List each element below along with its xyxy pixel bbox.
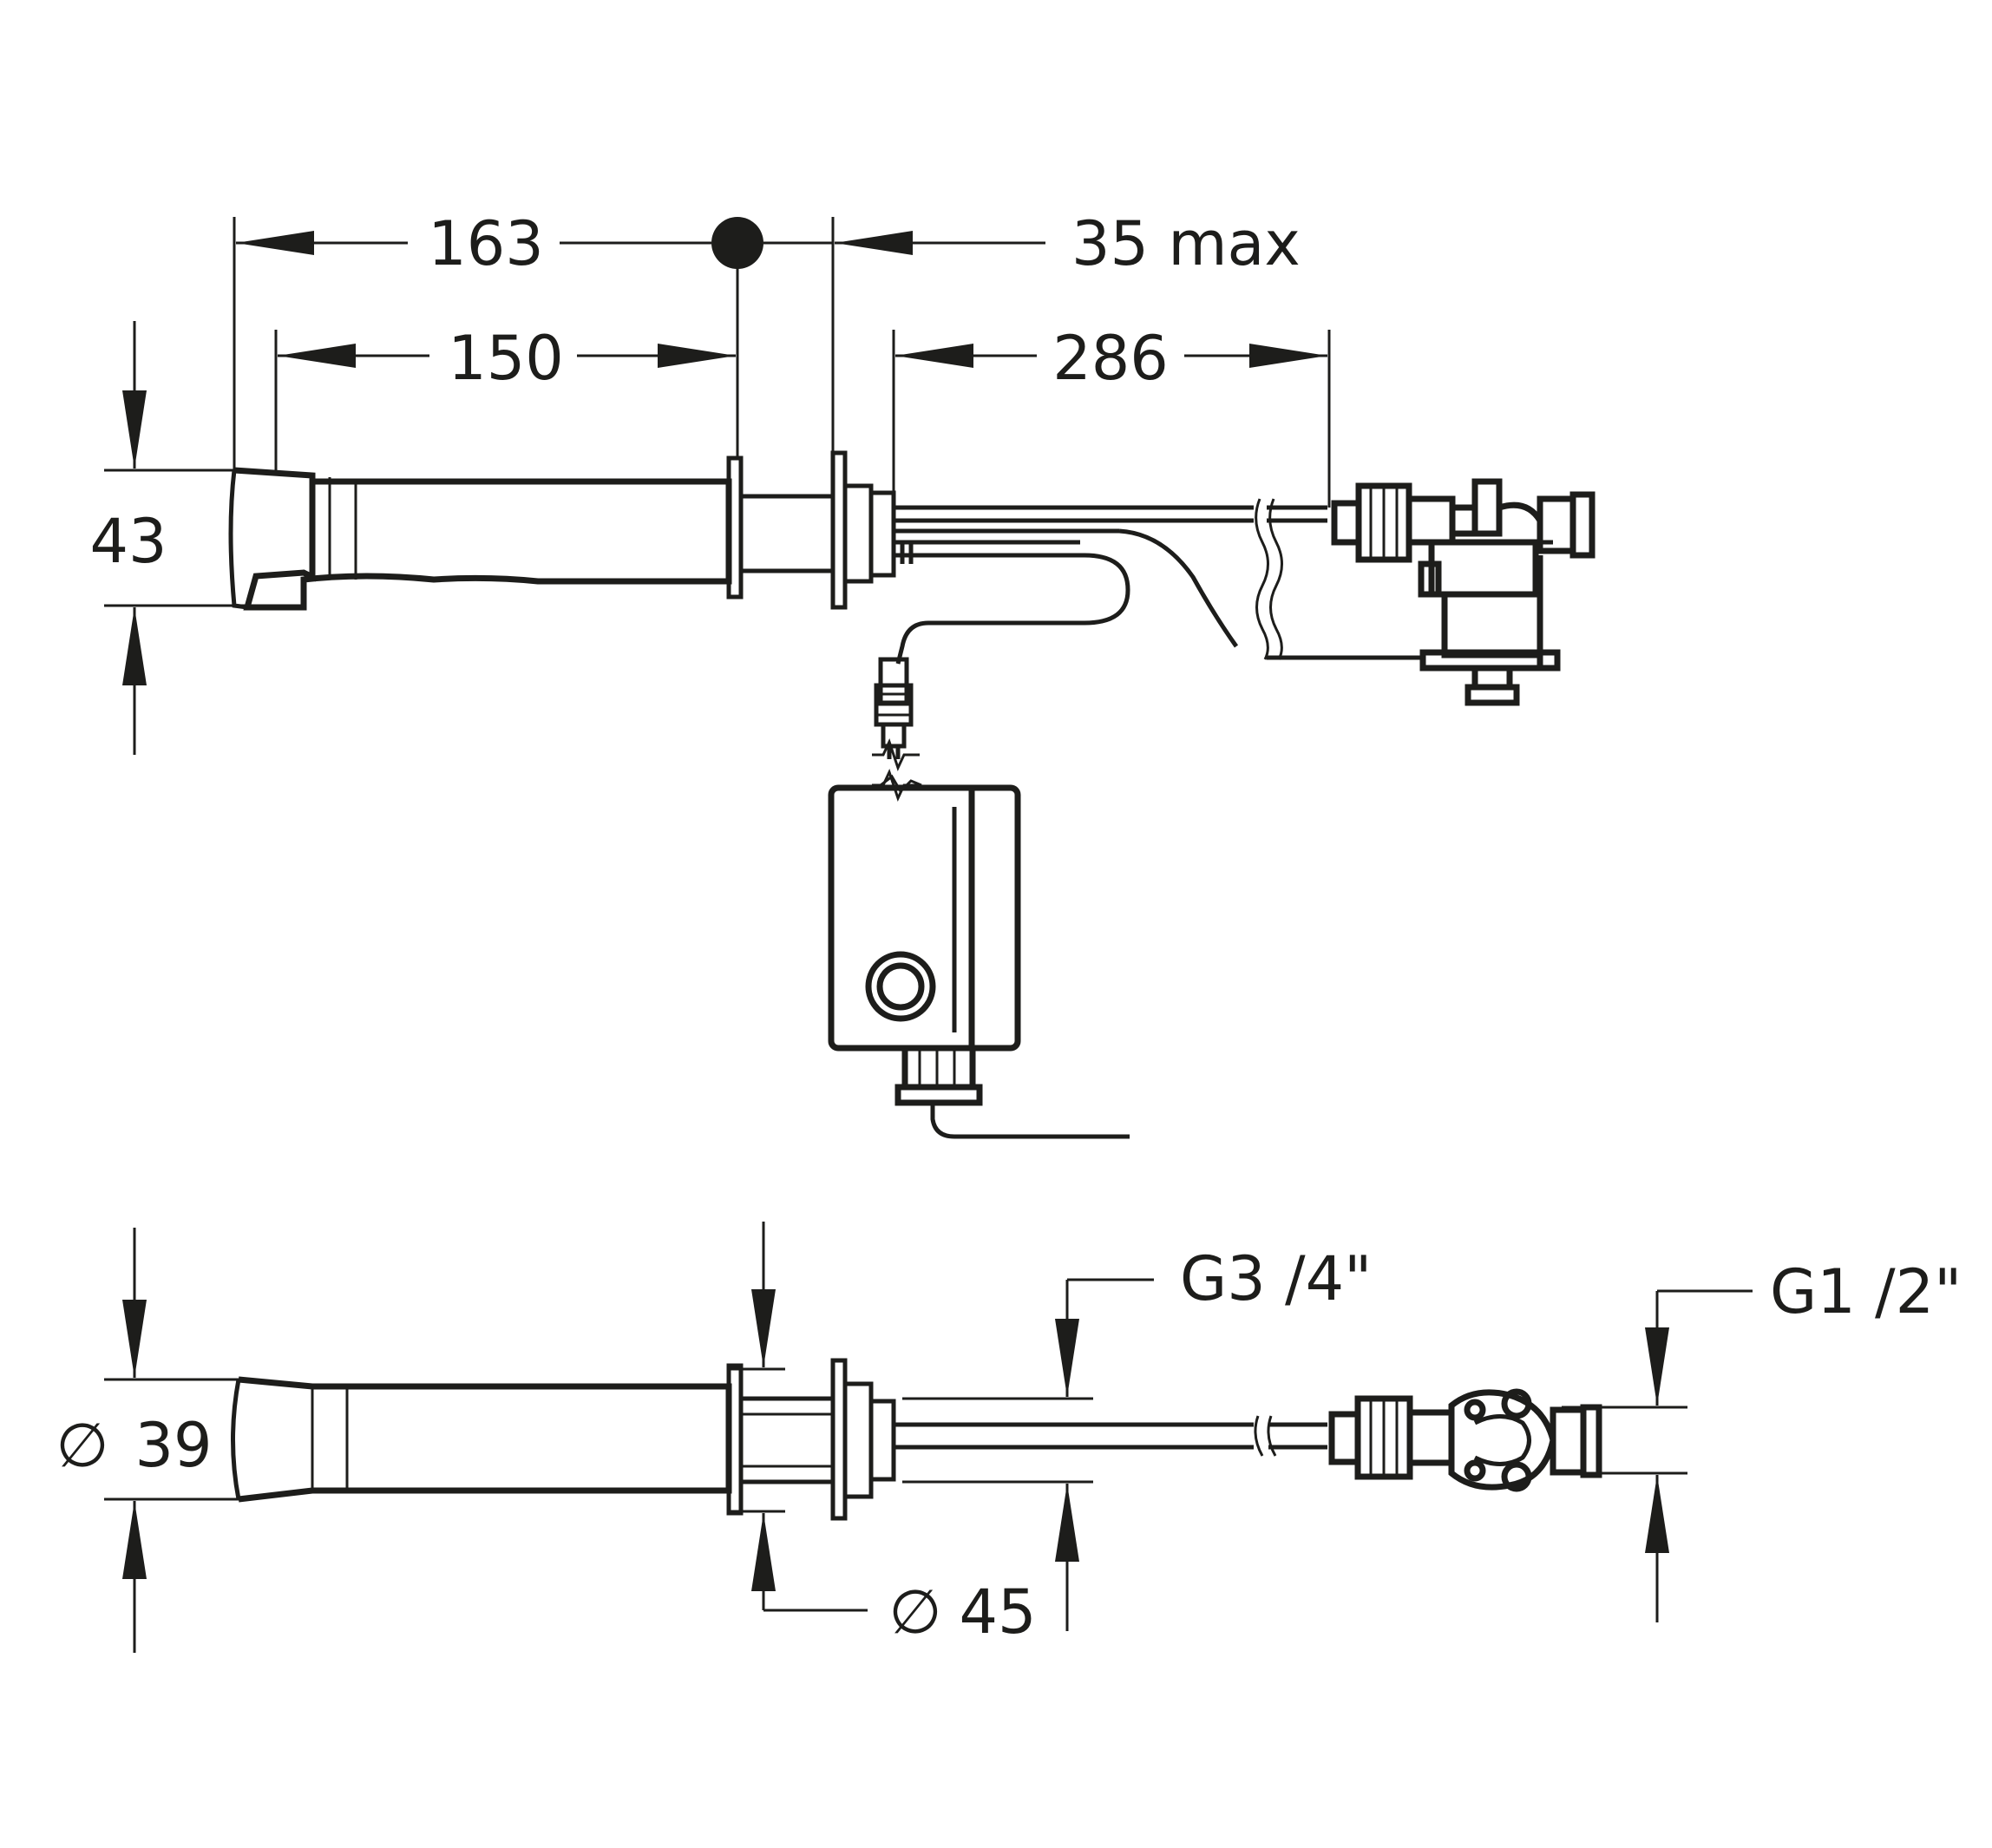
dim-wall-thickness-label: 35 max	[1071, 208, 1301, 279]
dim-spout-diameter: ∅ 39	[56, 1228, 213, 1653]
wall-rosette-side	[726, 450, 896, 610]
thread-outlet: G1 /2"	[1645, 1256, 1962, 1622]
dim-wall-thickness: 35 max	[763, 208, 1301, 279]
connection-pipes-top	[894, 1415, 1327, 1457]
spout-side	[228, 467, 732, 611]
dim-flange-diameter: ∅ 45	[751, 1222, 1037, 1648]
dim-connection-length: 286	[895, 323, 1327, 394]
spout-top	[231, 1376, 732, 1503]
side-view-extension-lines	[104, 217, 1331, 607]
solenoid-valve-side	[1331, 478, 1596, 706]
dim-height-label: 43	[89, 506, 167, 577]
thread-inlet-label: G3 /4"	[1180, 1243, 1372, 1314]
dim-overall-length: 163	[236, 208, 763, 279]
datum-point	[711, 217, 763, 269]
control-box	[828, 774, 1130, 1139]
connection-pipes-side	[894, 498, 1423, 665]
dim-spout-length: 150	[278, 323, 736, 394]
dim-connection-length-label: 286	[1052, 323, 1169, 394]
dim-flange-diameter-label: 45	[959, 1576, 1036, 1648]
top-view: ∅ 39 ∅ 45 G3 /4" G1 /2"	[56, 1222, 1962, 1653]
cable-plug	[872, 657, 920, 803]
wall-rosette-top	[726, 1358, 896, 1521]
dim-height: 43	[89, 321, 167, 755]
diameter-symbol-45: ∅	[889, 1576, 942, 1648]
dim-overall-length-label: 163	[428, 208, 544, 279]
thread-inlet: G3 /4"	[1055, 1243, 1372, 1631]
thread-outlet-label: G1 /2"	[1770, 1256, 1962, 1327]
dim-spout-length-label: 150	[448, 323, 564, 394]
side-view: 163 150 35 max 286 43	[89, 208, 1596, 803]
sensor-window-icon	[865, 951, 936, 1022]
dim-spout-diameter-label: 39	[134, 1410, 212, 1481]
solenoid-valve-top	[1328, 1388, 1602, 1492]
diameter-symbol-39: ∅	[56, 1410, 109, 1481]
top-view-extension-lines	[104, 1367, 1687, 1513]
